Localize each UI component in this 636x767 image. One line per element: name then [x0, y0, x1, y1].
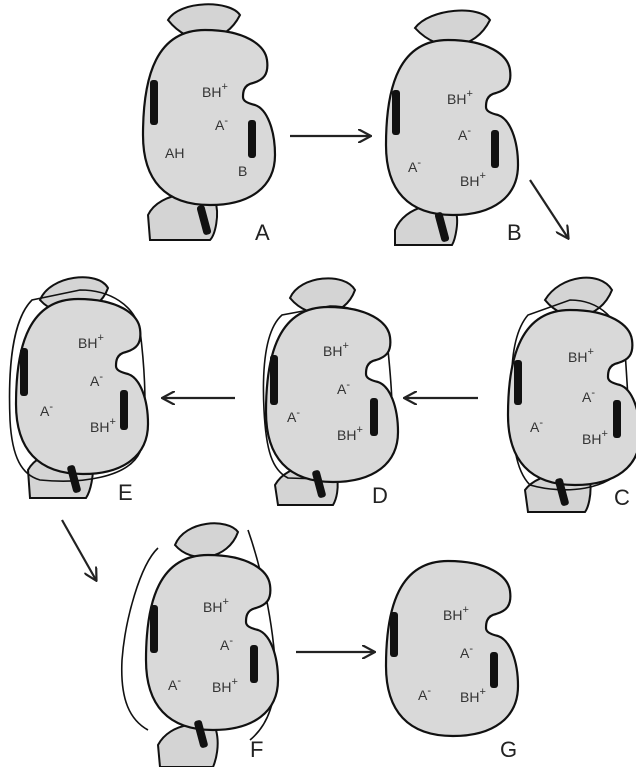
panel-label-g: G: [500, 737, 517, 762]
membrane-patch: [514, 360, 522, 405]
panel-b: BH+ A- A- BH+ B: [386, 11, 522, 245]
membrane-patch: [250, 645, 258, 683]
panel-label-f: F: [250, 737, 263, 762]
membrane-patch: [390, 612, 398, 657]
b-label: B: [238, 163, 247, 179]
membrane-patch: [392, 90, 400, 135]
ah-label: AH: [165, 145, 184, 161]
membrane-patch: [150, 80, 158, 125]
panel-label-c: C: [614, 485, 630, 510]
membrane-patch: [150, 605, 158, 653]
cell-body: [386, 40, 518, 215]
panel-d: BH+ A- A- BH+ D: [263, 278, 398, 508]
panel-label-e: E: [118, 480, 133, 505]
panel-label-a: A: [255, 220, 270, 245]
arrow-e-to-f: [62, 520, 96, 580]
membrane-patch: [491, 130, 499, 168]
membrane-patch: [490, 652, 498, 688]
membrane-patch: [370, 398, 378, 436]
cell-body: [143, 30, 275, 205]
membrane-patch: [248, 120, 256, 158]
membrane-patch: [20, 348, 28, 396]
membrane-patch: [270, 355, 278, 405]
panel-g: BH+ A- A- BH+ G: [386, 561, 518, 762]
arrow-b-to-c: [530, 180, 568, 238]
cell-body: [386, 561, 518, 736]
cell-body: [146, 555, 278, 730]
membrane-patch: [613, 400, 621, 438]
cell-body: [508, 310, 636, 485]
membrane-patch: [120, 390, 128, 430]
panel-f: BH+ A- A- BH+ F: [122, 523, 278, 767]
panel-label-d: D: [372, 483, 388, 508]
cell-body: [16, 299, 148, 474]
panel-e: BH+ A- A- BH+ E: [10, 277, 148, 505]
panel-a: BH+ A- AH B A: [143, 4, 275, 245]
panel-label-b: B: [507, 220, 522, 245]
panel-c: BH+ A- A- BH+ C: [508, 278, 636, 512]
cell-body: [266, 307, 398, 482]
neighbor-cell-top: [175, 523, 238, 557]
